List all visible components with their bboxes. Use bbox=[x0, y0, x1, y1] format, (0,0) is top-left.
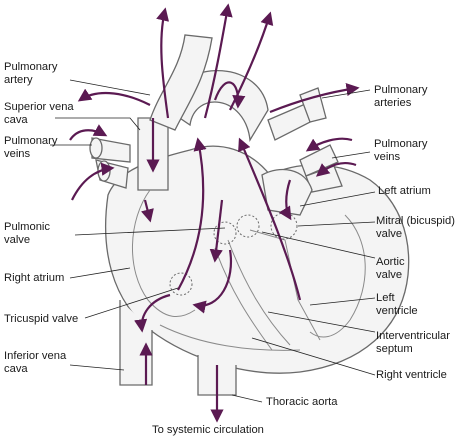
flow-pulmonary-arteries-right bbox=[269, 83, 360, 114]
leader-lines bbox=[50, 79, 376, 403]
label-right-ventricle: Right ventricle bbox=[376, 369, 447, 381]
pulmonic-valve-marker bbox=[213, 221, 237, 245]
leader-pulmonic-valve bbox=[74, 227, 226, 236]
leader-right-ventricle bbox=[251, 337, 376, 376]
leader-mitral-valve bbox=[297, 221, 376, 227]
label-tricuspid-valve: Tricuspid valve bbox=[4, 313, 79, 325]
flow-veins-right-upper bbox=[305, 137, 353, 152]
flow-rv-curve bbox=[134, 293, 171, 333]
leader-aortic-valve bbox=[261, 231, 376, 259]
leader-pulmonary-arteries bbox=[321, 89, 371, 99]
leader-superior-vena-cava bbox=[55, 117, 141, 131]
leader-left-ventricle bbox=[309, 297, 376, 306]
leader-right-atrium bbox=[69, 267, 131, 279]
flow-to-left-lung-top bbox=[156, 7, 170, 119]
label-right-atrium: Right atrium bbox=[4, 272, 65, 284]
leader-tricuspid-valve bbox=[84, 287, 179, 319]
flow-lv-loop bbox=[192, 249, 233, 314]
flow-veins-left-upper bbox=[69, 124, 108, 141]
flow-rv-up-outflow bbox=[177, 137, 207, 291]
leader-inferior-vena-cava bbox=[69, 364, 125, 371]
label-left-atrium: Left atrium bbox=[378, 185, 431, 197]
aortic-valve-marker bbox=[236, 214, 260, 238]
flow-ra-inner bbox=[209, 199, 224, 263]
flow-veins-left-lower bbox=[71, 162, 115, 201]
label-mitral-valve: Mitral (bicuspid)valve bbox=[376, 215, 455, 240]
flow-ra-to-rv bbox=[141, 199, 154, 223]
leader-thoracic-aorta bbox=[231, 394, 263, 403]
flow-pulmonary-artery-left bbox=[77, 88, 151, 106]
flow-to-lungs-up bbox=[203, 3, 233, 119]
blood-flow-arrows bbox=[69, 3, 360, 423]
label-systemic-circulation: To systemic circulation bbox=[152, 424, 264, 436]
flow-veins-right-lower bbox=[315, 161, 357, 177]
tricuspid-valve-marker bbox=[169, 272, 193, 296]
flow-la-down bbox=[278, 179, 292, 221]
flow-lv-out bbox=[238, 137, 302, 301]
leader-pulmonary-artery bbox=[69, 79, 151, 96]
leader-left-atrium bbox=[299, 191, 376, 207]
leader-interventricular-septum bbox=[267, 311, 376, 333]
label-thoracic-aorta: Thoracic aorta bbox=[266, 396, 338, 408]
leader-pulmonary-veins-right bbox=[331, 151, 371, 159]
flow-aortic-arch bbox=[213, 81, 246, 109]
